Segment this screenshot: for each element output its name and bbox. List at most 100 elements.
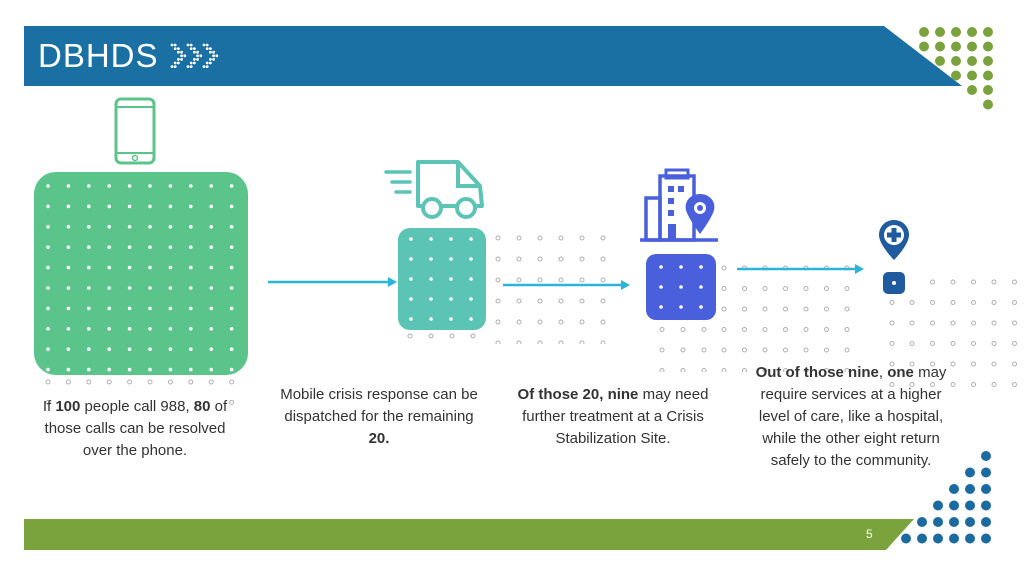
decorative-dot [127,245,132,249]
decorative-dot [177,61,180,65]
decorative-dot [148,286,152,290]
decorative-dot [209,225,213,229]
decorative-dot [107,306,111,311]
step4-person-square [883,272,905,294]
decorative-dot [659,347,665,353]
decorative-dot [407,333,413,339]
decorative-dot [168,184,173,188]
decorative-dot [209,286,213,290]
decorative-dot [168,347,173,351]
decorative-dot [170,65,174,68]
decorative-dot [428,333,434,339]
decorative-dot [127,327,132,331]
decorative-dot [930,320,935,326]
decorative-dot [659,265,663,269]
decorative-dot [208,379,214,385]
decorative-dot [991,279,997,285]
decorative-dot [180,58,183,61]
decorative-dot [1012,300,1017,305]
decorative-dot [971,341,976,346]
decorative-dot [87,327,91,331]
decorative-dot [971,279,976,285]
decorative-dot [600,256,606,262]
decorative-dot [87,245,91,249]
decorative-dot [742,327,747,332]
decorative-dot [824,327,829,332]
decorative-dot [409,297,413,301]
decorative-dot [844,327,850,332]
decorative-dot [107,245,111,249]
decorative-dot [783,286,788,291]
decorative-dot [147,379,153,385]
decorative-dot [983,70,993,81]
decorative-dot [558,256,564,262]
decorative-dot [1012,279,1017,285]
decorative-dot [909,341,915,346]
decorative-dot [193,61,196,65]
decorative-dot [950,279,956,285]
decorative-dot [469,277,473,281]
decorative-dot [229,306,234,311]
decorative-dot [209,306,213,311]
decorative-dot [409,237,413,241]
decorative-dot [917,533,927,544]
decorative-dot [209,58,212,61]
decorative-dot [680,347,686,353]
decorative-dot [127,184,132,188]
decorative-dot [762,327,768,332]
decorative-dot [762,368,768,372]
decorative-dot [824,347,829,353]
decorative-dot [967,85,977,95]
decorative-dot [783,347,788,353]
decorative-dot [558,319,564,325]
decorative-dot [205,61,209,65]
step1-people-square [34,172,248,375]
decorative-dot [148,327,152,331]
decorative-dot [229,225,234,229]
decorative-dot [701,347,707,353]
decorative-dot [699,305,703,309]
decorative-dot [950,320,956,326]
decorative-dot [173,61,177,65]
decorative-dot [495,235,501,241]
decorative-dot [579,319,585,325]
decorative-dot [965,500,975,511]
decorative-dot [983,85,993,95]
decorative-dot [209,265,213,270]
decorative-dot [209,50,212,54]
decorative-dot [148,265,152,270]
decorative-dot [537,298,543,304]
decorative-dot [168,367,173,372]
decorative-dot [579,235,585,241]
decorative-dot [844,347,850,353]
decorative-dot [844,306,850,312]
decorative-dot [824,368,829,372]
decorative-dot [965,484,975,494]
decorative-dot [87,204,91,209]
decorative-dot [215,54,219,58]
decorative-dot [177,50,180,54]
decorative-dot [46,327,50,331]
decorative-dot [742,347,747,353]
decorative-dot [516,340,522,344]
decorative-dot [701,368,707,372]
decorative-dot [229,265,234,270]
decorative-dot [469,297,473,301]
decorative-dot [935,56,945,66]
decorative-dot [229,379,235,385]
decorative-dot [46,204,50,209]
decorative-dot [783,306,788,312]
decorative-dot [762,286,768,291]
decorative-dot [127,306,132,311]
decorative-dot [659,327,665,332]
decorative-dot [168,286,173,290]
decorative-dot [173,47,177,50]
decorative-dot [469,257,473,261]
decorative-dot [579,277,585,283]
decorative-dot [600,277,606,283]
decorative-dot [229,399,235,405]
decorative-dot [127,286,132,290]
decorative-dot [600,298,606,304]
decorative-dot [107,347,111,351]
decorative-dot [981,517,991,527]
